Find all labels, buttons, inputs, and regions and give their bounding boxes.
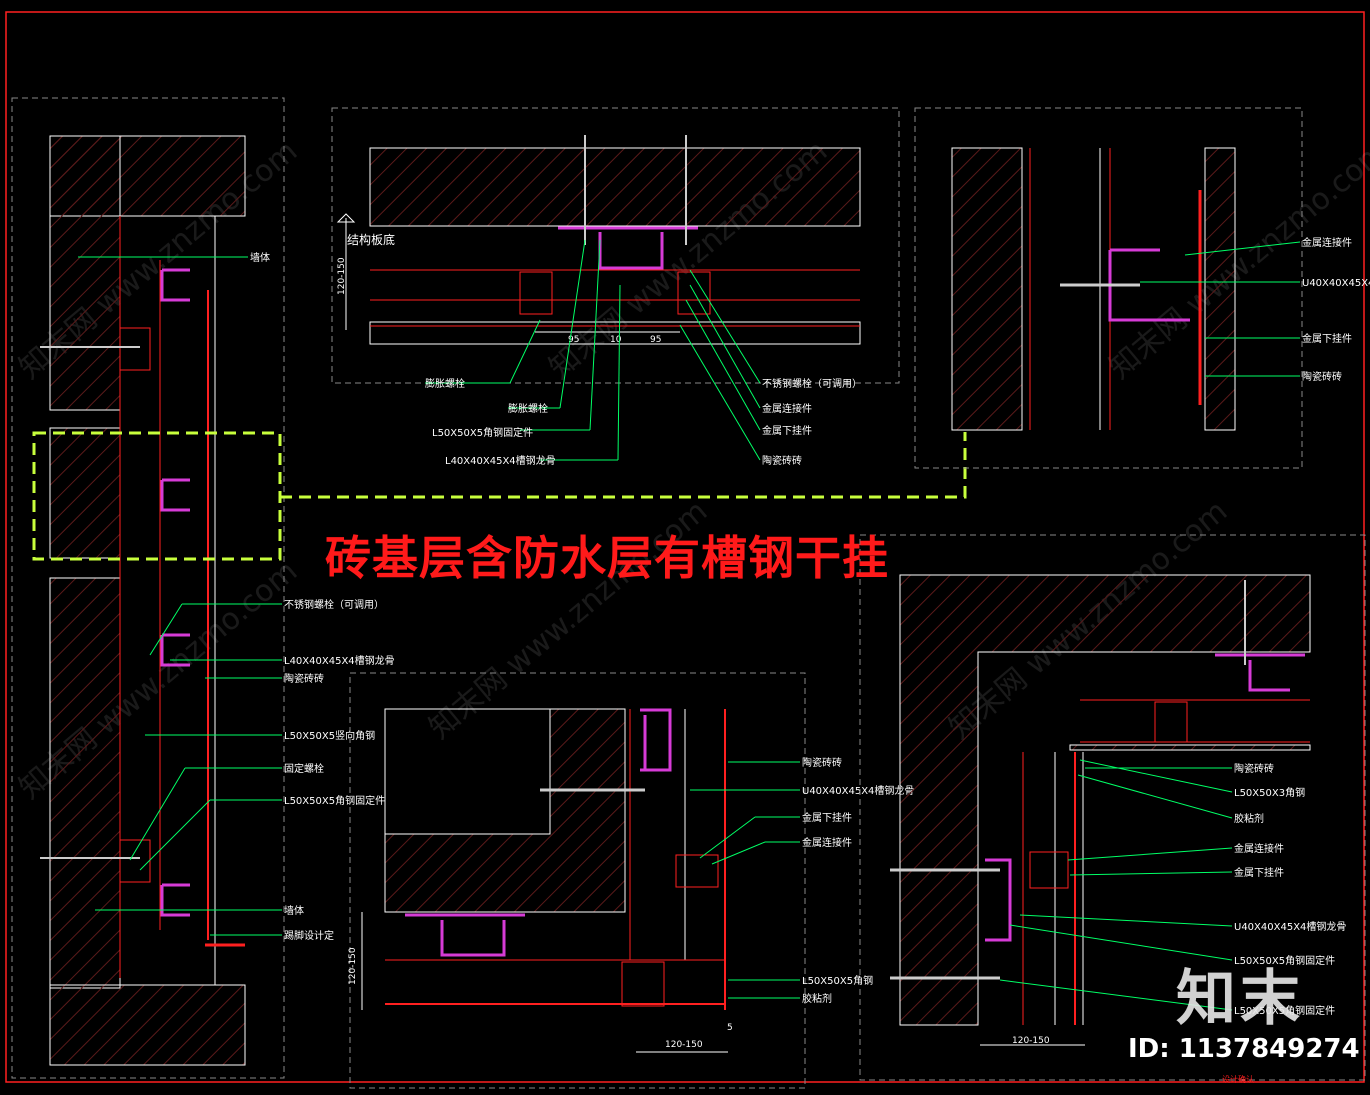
label-connector: 金属连接件 (802, 836, 852, 849)
dim-width: 120-150 (1012, 1036, 1050, 1046)
label-angle: L50X50X3角钢 (1234, 786, 1305, 799)
embed-plate (119, 327, 151, 371)
drawing-title: 砖基层含防水层有槽钢干挂 (325, 531, 889, 585)
sheet-border (5, 11, 1365, 1083)
viewport-frame (914, 107, 1303, 469)
tile-hatch (1069, 744, 1311, 751)
dim-95: 95 (568, 335, 579, 345)
label-angle: L50X50X5角钢 (802, 974, 873, 987)
leader-lines (1140, 241, 1301, 377)
viewport-frame (859, 534, 1366, 1081)
label-channel: U40X40X45X4槽钢 (1302, 276, 1370, 289)
elevation-mark (336, 213, 356, 223)
wall-hatch (384, 708, 626, 913)
label-channel: U40X40X45X4槽钢龙骨 (802, 784, 914, 797)
wall-hatch (49, 984, 246, 1066)
leader-lines (999, 759, 1233, 1011)
left-section-detail (11, 97, 285, 1079)
dim-95: 95 (650, 335, 661, 345)
wall-hatch (951, 147, 1023, 431)
label-hanger: 金属下挂件 (1302, 332, 1352, 345)
label-expansion-bolt: 膨胀螺栓 (508, 402, 548, 415)
tile-hatch (1204, 147, 1236, 431)
label-angle-fix: L50X50X5角钢固定件 (1234, 1004, 1335, 1017)
label-skirting: 踢脚设计定 (284, 929, 334, 942)
label-tile: 陶瓷砖砖 (1302, 370, 1342, 383)
label-tile: 陶瓷砖砖 (802, 756, 842, 769)
label-wall: 墙体 (250, 251, 270, 264)
viewport-frame (11, 97, 285, 1079)
label-fix-bolt: 固定螺栓 (284, 762, 324, 775)
channel-steel (985, 858, 1012, 942)
label-channel-keel: U40X40X45X4槽钢龙骨 (1234, 920, 1346, 933)
hanger (1154, 701, 1188, 743)
label-angle-fix: L50X50X5角钢固定件 (1234, 954, 1335, 967)
wall-hatch (49, 135, 121, 411)
channel-steel (558, 226, 698, 270)
watermark-group: 知末网 www.znzmo.com 知末网 www.znzmo.com 知末网 … (13, 134, 1370, 806)
hanger (675, 854, 719, 888)
hanger (519, 271, 553, 315)
image-id-label: ID: 1137849274 (1128, 1034, 1360, 1064)
label-hanger: 金属下挂件 (762, 424, 812, 437)
tile-panel (369, 321, 861, 345)
bottom-mid-detail (349, 672, 806, 1089)
label-connector: 金属连接件 (1302, 236, 1352, 249)
label-connector: 金属连接件 (762, 402, 812, 415)
label-wall-bottom: 墙体 (284, 904, 304, 917)
zoom-connector (280, 432, 967, 499)
label-adhesive: 胶粘剂 (802, 992, 832, 1005)
right-top-detail (914, 107, 1303, 469)
label-channel-keel: L40X40X45X4槽钢龙骨 (445, 454, 556, 467)
label-tile: 陶瓷砖砖 (1234, 762, 1274, 775)
label-angle-fix: L50X50X5角钢固定件 (284, 794, 385, 807)
viewport-frame (331, 107, 900, 384)
channel-steel (640, 708, 672, 772)
dim-10: 10 (610, 335, 622, 345)
label-expansion-bolt: 膨胀螺栓 (425, 377, 465, 390)
label-connector: 金属连接件 (1234, 842, 1284, 855)
dim-height: 120-150 (337, 257, 347, 295)
channel-steel (160, 633, 190, 667)
dim-height: 120-150 (348, 947, 358, 985)
hanger (1029, 851, 1069, 889)
dim-width: 120-150 (665, 1040, 703, 1050)
viewport-frame (349, 672, 806, 1089)
label-angle: L50X50X5竖向角钢 (284, 729, 375, 742)
slab-hatch (369, 147, 861, 227)
channel-steel (160, 478, 190, 512)
channel-steel (405, 913, 525, 957)
channel-steel (160, 268, 190, 302)
label-hanger: 金属下挂件 (1234, 866, 1284, 879)
opening (384, 708, 551, 835)
top-detail (331, 107, 900, 384)
channel-steel (1108, 248, 1190, 322)
wall-hatch (49, 427, 121, 559)
wall-hatch (49, 577, 121, 989)
leader-lines (690, 761, 800, 999)
watermark: 知末网 www.znzmo.com (1103, 134, 1370, 386)
leader-lines (425, 239, 761, 461)
dim-small: 5 (727, 1023, 733, 1033)
channel-steel (160, 883, 190, 917)
embed-plate (119, 839, 151, 883)
channel-steel (1215, 653, 1305, 692)
leader-lines (78, 256, 282, 936)
label-ss-bolt: 不锈钢螺栓（可调用） (762, 377, 862, 390)
brand-watermark: 知末 (1176, 964, 1304, 1034)
label-adhesive: 胶粘剂 (1234, 812, 1264, 825)
label-angle-fix: L50X50X5角钢固定件 (432, 426, 533, 439)
structure-label: 结构板底 (347, 232, 395, 247)
hanger (621, 961, 665, 1007)
design-stamp: 设计确认 (1222, 1074, 1254, 1084)
label-bolt: 不锈钢螺栓（可调用） (284, 598, 384, 611)
label-channel: L40X40X45X4槽钢龙骨 (284, 654, 395, 667)
label-hanger: 金属下挂件 (802, 811, 852, 824)
bottom-right-detail (859, 534, 1366, 1081)
label-tile: 陶瓷砖砖 (284, 672, 324, 685)
label-tile: 陶瓷砖砖 (762, 454, 802, 467)
